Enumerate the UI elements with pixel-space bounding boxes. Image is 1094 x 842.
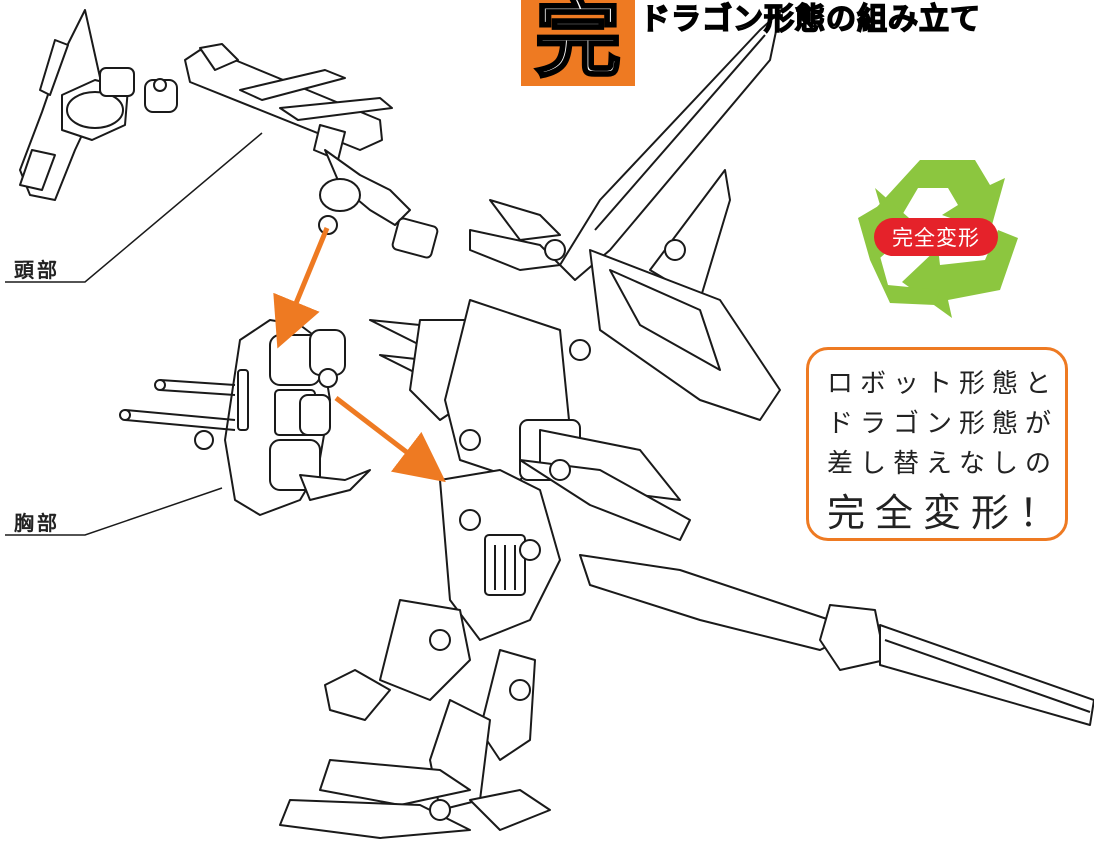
callout-line-1: ロボット形態と xyxy=(827,369,1059,399)
chest-leader-line xyxy=(5,487,223,536)
title-badge: 完 xyxy=(521,0,635,86)
assembly-arrows xyxy=(273,227,446,483)
title-badge-char: 完 xyxy=(534,0,623,89)
page-title: ドラゴン形態の組み立て xyxy=(639,1,981,38)
head-part xyxy=(19,9,439,259)
callout-emphasis: 完全変形！ xyxy=(827,491,1068,535)
leader-lines xyxy=(5,132,263,536)
chest-to-body-arrow xyxy=(334,396,446,483)
dragon-part xyxy=(279,11,1094,839)
transform-badge: 完全変形 xyxy=(874,218,998,256)
feature-callout: ロボット形態と ドラゴン形態が 差し替えなしの 完全変形！ xyxy=(806,347,1068,541)
chest-label: 胸部 xyxy=(14,511,60,535)
head-to-chest-arrow xyxy=(273,227,330,349)
callout-line-3: 差し替えなしの xyxy=(827,449,1059,479)
head-label: 頭部 xyxy=(14,258,60,282)
callout-line-2: ドラゴン形態が xyxy=(827,409,1059,439)
chest-part xyxy=(119,319,371,516)
head-leader-line xyxy=(5,132,263,283)
